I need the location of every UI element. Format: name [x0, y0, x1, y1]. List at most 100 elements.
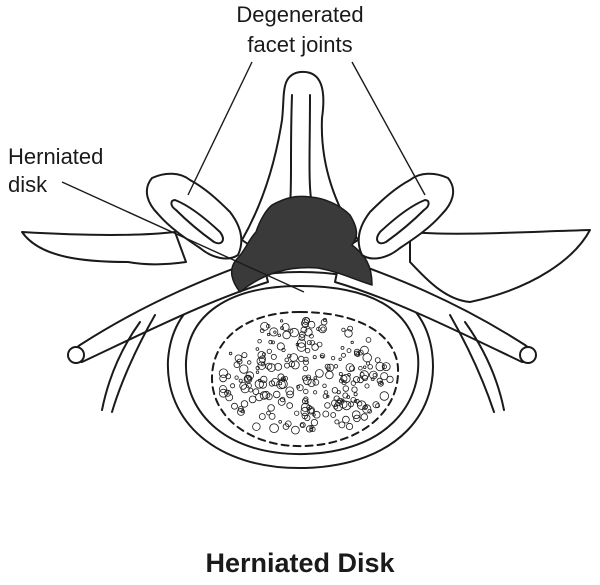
nucleus-dot [291, 425, 300, 435]
nucleus-dot [265, 393, 273, 401]
nucleus-dot [277, 397, 286, 406]
nucleus-dot [348, 401, 354, 408]
leader-line-herniated-disk [61, 181, 305, 293]
nucleus-dot [267, 404, 275, 412]
nucleus-dot [219, 385, 227, 393]
nucleus-dot [258, 378, 262, 383]
nucleus-dot [341, 380, 347, 386]
left-facet-joint [145, 172, 243, 260]
nucleus-dot [351, 410, 361, 420]
nucleus-dot [277, 373, 285, 381]
nucleus-dot [230, 383, 236, 389]
nucleus-dot [367, 408, 373, 414]
nucleus-dot [302, 365, 309, 372]
nucleus-dot [294, 410, 300, 416]
nucleus-dot [258, 413, 266, 420]
nucleus-dot [330, 355, 336, 361]
right-facet-joint [357, 172, 455, 260]
nucleus-dot [380, 372, 389, 381]
nucleus-dot [276, 342, 285, 351]
nucleus-dot [334, 419, 340, 425]
nucleus-dot [344, 329, 353, 338]
nucleus-dot [287, 353, 292, 359]
nucleus-dot [333, 364, 339, 369]
nucleus-dot [225, 373, 232, 380]
nucleus-dot [240, 400, 249, 408]
nucleus-dot [271, 340, 275, 345]
right-transverse-process [409, 229, 591, 303]
nucleus-dot [382, 364, 388, 370]
nucleus-dot [254, 379, 264, 389]
label-disk: disk [8, 172, 48, 197]
nucleus-dot [225, 389, 230, 394]
nucleus-dot [260, 321, 270, 331]
nucleus-dot [326, 363, 335, 372]
nucleus-dot [252, 388, 260, 396]
right-facet-inner [376, 199, 430, 245]
nucleus-dot [305, 374, 312, 380]
nucleus-dot [359, 370, 370, 380]
nucleus-dot [379, 391, 390, 401]
nucleus-dot [237, 407, 245, 416]
nucleus-dot [269, 327, 279, 337]
nucleus-dot [228, 351, 233, 356]
nucleus-dot [386, 375, 394, 383]
nucleus-dot [238, 378, 243, 383]
nucleus-dot [362, 404, 372, 414]
nucleus-boundary [211, 311, 400, 448]
nucleus-dot [244, 375, 252, 383]
nucleus-dot [266, 410, 271, 416]
nucleus-dot [266, 332, 271, 337]
nucleus-dot [266, 324, 271, 329]
nucleus-dot [339, 400, 348, 409]
nucleus-dot [370, 377, 375, 382]
nucleus-dot [304, 400, 309, 405]
nucleus-dot [364, 383, 370, 389]
nucleus-dot [374, 357, 381, 364]
nucleus-dot [350, 340, 354, 344]
nucleus-dot [278, 419, 283, 424]
nucleus-dot [312, 410, 321, 419]
nucleus-dot [377, 380, 384, 387]
nucleus-dot [315, 369, 324, 378]
nucleus-dot [290, 360, 300, 370]
nucleus-dot [331, 387, 339, 394]
nucleus-dot [252, 422, 261, 431]
nucleus-dot [298, 334, 306, 341]
nucleus-dot [345, 363, 355, 373]
nucleus-dot [304, 328, 313, 337]
left-nerve-branch [101, 314, 156, 413]
nucleus-dot [319, 353, 326, 359]
nucleus-dot [233, 361, 241, 369]
nucleus-dot [274, 362, 283, 371]
nucleus-dot [225, 393, 234, 402]
nucleus-dot [310, 418, 318, 427]
nucleus-dot [279, 319, 284, 323]
nucleus-dot [307, 320, 316, 329]
nucleus-dot [303, 388, 309, 395]
nucleus-dot [353, 392, 358, 397]
nucleus-dot [341, 352, 346, 358]
nucleus-dot [231, 402, 238, 410]
nucleus-dot [304, 347, 311, 354]
nucleus-dot [312, 413, 316, 417]
nucleus-dot [379, 381, 383, 385]
nucleus-dot [268, 380, 275, 387]
nucleus-dot [381, 362, 391, 372]
nucleus-dot [284, 362, 290, 369]
nucleus-dot [301, 316, 310, 325]
left-nerve-end [67, 346, 85, 364]
nucleus-dot [306, 340, 312, 346]
nucleus-dot [296, 342, 307, 352]
nucleus-dot [301, 375, 308, 382]
nucleus-dot [338, 357, 342, 361]
nucleus-dot [341, 327, 346, 332]
nucleus-dot [324, 363, 331, 370]
nucleus-dot [255, 370, 260, 374]
nucleus-dot [358, 366, 363, 371]
nucleus-dot [353, 348, 361, 356]
left-facet-inner [170, 199, 224, 245]
nucleus-dot [313, 376, 317, 380]
nucleus-dot [340, 374, 348, 383]
